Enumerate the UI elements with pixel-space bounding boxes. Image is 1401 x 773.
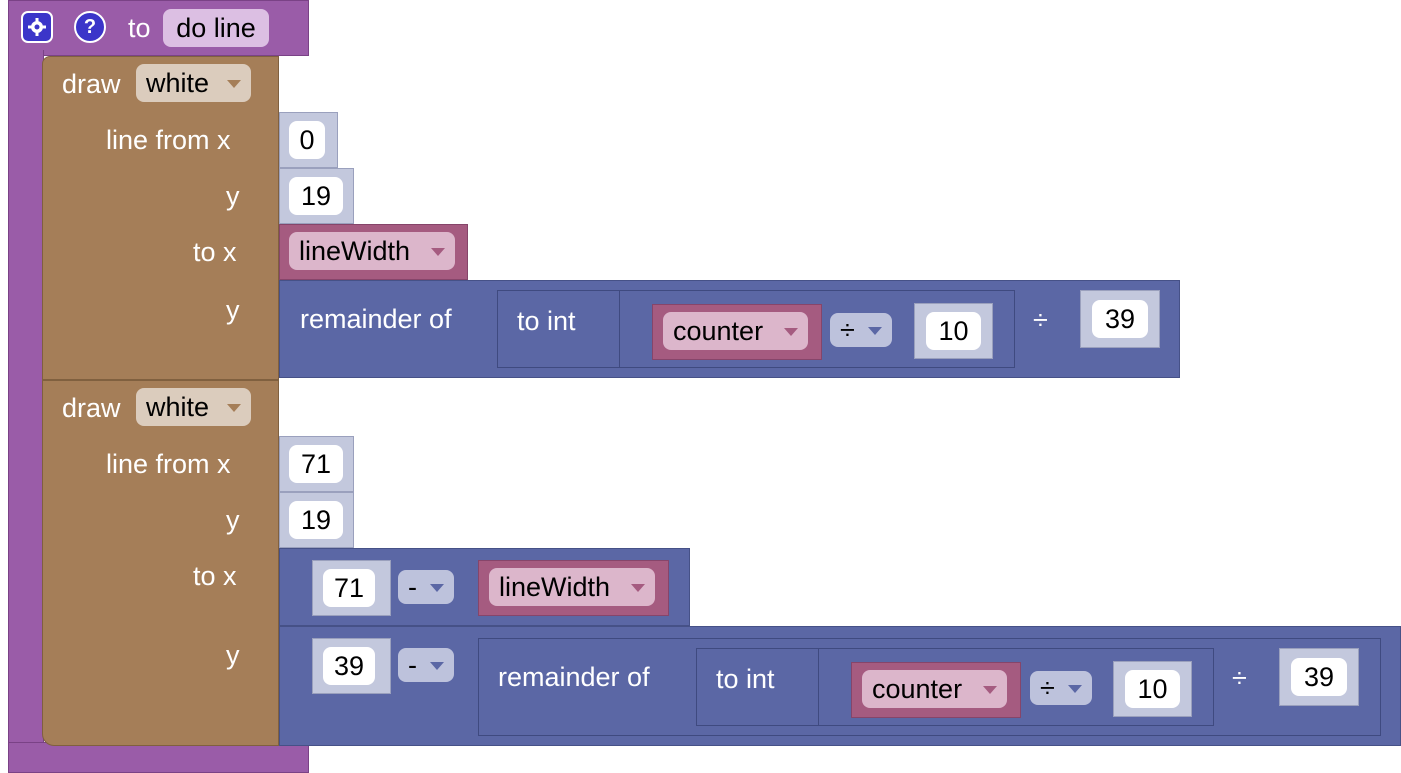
divide-symbol: ÷	[1232, 663, 1247, 693]
procedure-to-label: to	[128, 13, 151, 43]
question-icon[interactable]: ?	[74, 11, 106, 43]
operator-dropdown[interactable]: -	[398, 648, 454, 682]
draw-block-1[interactable]	[42, 56, 279, 380]
draw-block-2[interactable]	[42, 380, 279, 746]
operator-dropdown[interactable]: -	[398, 570, 454, 604]
to-int-label: to int	[517, 306, 576, 336]
number-field[interactable]: 19	[289, 501, 343, 539]
variable-dropdown[interactable]: lineWidth	[289, 232, 455, 270]
divide-symbol: ÷	[1033, 305, 1048, 335]
number-field[interactable]: 10	[926, 312, 981, 350]
y2-label: y	[226, 295, 240, 325]
gear-icon[interactable]	[21, 11, 53, 43]
number-field[interactable]: 39	[1092, 300, 1148, 338]
operator-dropdown-value: ÷	[1040, 673, 1055, 703]
operator-dropdown[interactable]: ÷	[1030, 671, 1092, 705]
variable-dropdown[interactable]: counter	[862, 670, 1007, 708]
y2-label: y	[226, 640, 240, 670]
operator-dropdown-value: -	[408, 650, 417, 680]
remainder-label: remainder of	[300, 304, 452, 334]
number-field[interactable]: 71	[323, 569, 375, 607]
color-dropdown-value: white	[146, 68, 210, 98]
variable-dropdown-value: counter	[673, 316, 764, 346]
draw-label: draw	[62, 393, 121, 423]
procedure-name-field[interactable]: do line	[163, 9, 269, 47]
color-dropdown-value: white	[146, 392, 210, 422]
variable-dropdown[interactable]: counter	[663, 312, 808, 350]
draw-label: draw	[62, 69, 121, 99]
operator-dropdown-value: ÷	[840, 315, 855, 345]
operator-dropdown-value: -	[408, 572, 417, 602]
variable-dropdown[interactable]: lineWidth	[489, 568, 655, 606]
y-label: y	[226, 181, 240, 211]
operator-dropdown[interactable]: ÷	[830, 313, 892, 347]
variable-dropdown-value: counter	[872, 674, 963, 704]
procedure-body	[8, 50, 44, 750]
to-x-label: to x	[193, 237, 237, 267]
procedure-footer	[8, 742, 309, 773]
number-field[interactable]: 19	[289, 177, 343, 215]
number-field[interactable]: 71	[289, 445, 343, 483]
number-field[interactable]: 39	[323, 647, 375, 685]
color-dropdown[interactable]: white	[136, 64, 251, 102]
number-field[interactable]: 0	[289, 121, 325, 159]
color-dropdown[interactable]: white	[136, 388, 251, 426]
to-x-label: to x	[193, 561, 237, 591]
to-int-label: to int	[716, 664, 775, 694]
number-field[interactable]: 10	[1125, 670, 1180, 708]
variable-dropdown-value: lineWidth	[299, 236, 411, 266]
line-from-x-label: line from x	[106, 125, 231, 155]
variable-dropdown-value: lineWidth	[499, 572, 611, 602]
y-label: y	[226, 505, 240, 535]
number-field[interactable]: 39	[1291, 658, 1347, 696]
remainder-label: remainder of	[498, 662, 650, 692]
line-from-x-label: line from x	[106, 449, 231, 479]
